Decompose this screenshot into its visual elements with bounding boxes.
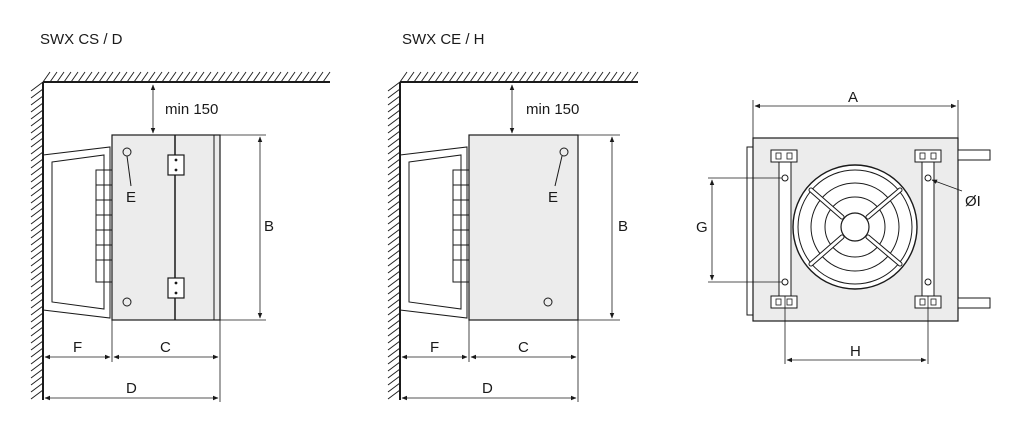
label-c-left: C: [160, 339, 171, 356]
label-d-middle: D: [482, 380, 493, 397]
wall-bracket-left: [42, 146, 113, 319]
label-a: A: [848, 89, 858, 106]
view-swx-cs-d: SWX CS / D: [30, 31, 331, 402]
wall-middle: [387, 81, 401, 400]
label-e-middle: E: [548, 189, 558, 206]
label-d-left: D: [126, 380, 137, 397]
label-f-middle: F: [430, 339, 439, 356]
mounting-rail-left: [770, 149, 798, 309]
label-h: H: [850, 343, 861, 360]
view-swx-ce-h: SWX CE / H E min 150: [387, 31, 639, 402]
ceiling-left: [42, 71, 331, 83]
title-swx-ce-h: SWX CE / H: [402, 31, 485, 48]
label-b-left: B: [264, 218, 274, 235]
title-swx-cs-d: SWX CS / D: [40, 31, 123, 48]
label-f-left: F: [73, 339, 82, 356]
label-g: G: [696, 219, 708, 236]
label-c-middle: C: [518, 339, 529, 356]
fan-guard-icon: [792, 164, 918, 290]
heater-unit-left: [111, 134, 221, 321]
view-rear: A: [696, 89, 991, 364]
ceiling-middle: [399, 71, 639, 83]
label-e-left: E: [126, 189, 136, 206]
wall-left: [30, 81, 44, 400]
label-min150-middle: min 150: [526, 101, 579, 118]
wall-bracket-middle: [399, 146, 470, 319]
label-min150-left: min 150: [165, 101, 218, 118]
label-i: ØI: [965, 193, 981, 210]
leader-i: [931, 179, 963, 192]
heater-unit-middle: [468, 134, 579, 321]
label-b-middle: B: [618, 218, 628, 235]
